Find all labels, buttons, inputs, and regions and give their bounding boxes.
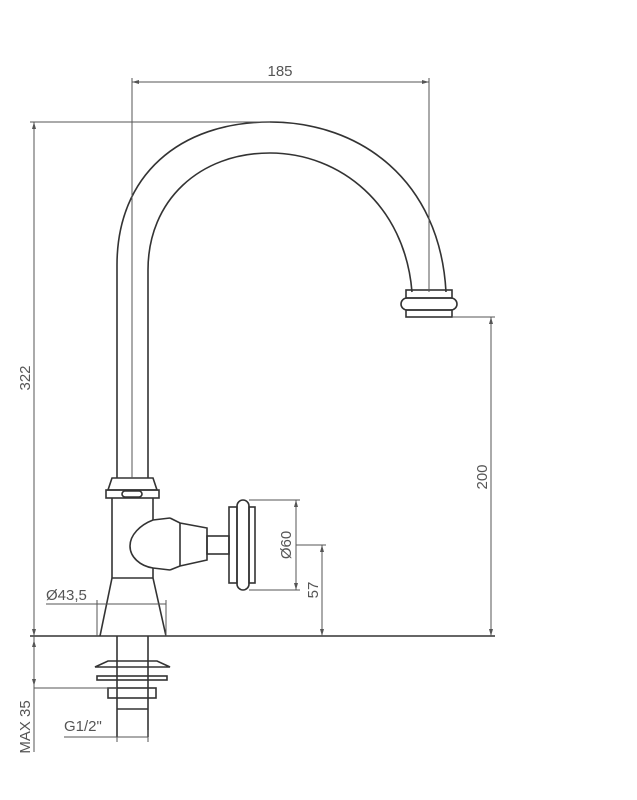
- faucet-body: [99, 498, 230, 637]
- label-max-deck: MAX 35: [17, 700, 34, 753]
- dimension-max-deck: MAX 35: [17, 636, 117, 754]
- label-thread: G1/2": [64, 718, 102, 735]
- label-handle-diameter: Ø60: [278, 531, 295, 559]
- label-base-diameter: Ø43,5: [46, 587, 87, 604]
- dimension-total-height: 322: [17, 121, 270, 636]
- label-total-height: 322: [17, 365, 34, 390]
- spout-aerator: [400, 289, 458, 318]
- spout-collar: [105, 477, 160, 499]
- dimension-spout-reach: 185: [131, 63, 430, 478]
- spout: [116, 121, 447, 478]
- mounting-shank: [94, 636, 171, 737]
- dimension-outlet-height: 200: [452, 316, 495, 636]
- handle-knob: [228, 499, 256, 591]
- dimension-handle-height: 57: [296, 544, 326, 636]
- label-handle-height: 57: [305, 582, 322, 599]
- label-outlet-height: 200: [474, 464, 491, 489]
- dimension-base-diameter: Ø43,5: [46, 587, 167, 636]
- dimension-thread: G1/2": [64, 718, 149, 742]
- dimension-handle-diameter: Ø60: [249, 499, 300, 591]
- label-spout-reach: 185: [267, 63, 292, 80]
